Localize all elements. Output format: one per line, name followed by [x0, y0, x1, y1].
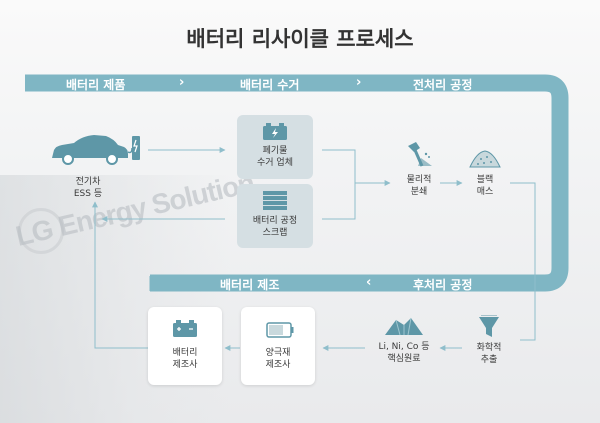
- arrow-mass-to-chem: [510, 182, 536, 341]
- arrow-maker-to-ev: [92, 201, 148, 349]
- mineral-pile-icon: [385, 317, 423, 336]
- car-charging-icon: [52, 135, 140, 165]
- hammer-icon: [408, 142, 432, 167]
- battery-icon: [173, 320, 197, 337]
- node-core-raw-materials: Li, Ni, Co 등 핵심원료: [378, 342, 430, 364]
- node-physical-crushing: 물리적 분쇄: [406, 175, 432, 197]
- node-black-mass: 블랙 매스: [476, 175, 494, 197]
- stage-battery-collection: 배터리 수거: [240, 78, 300, 92]
- node-battery-maker: 배터리 제조사: [148, 307, 222, 385]
- stage-pretreatment: 전처리 공정: [413, 78, 473, 92]
- page-title: 배터리 리사이클 프로세스: [186, 27, 414, 51]
- battery-stack-icon: [263, 191, 287, 210]
- stage-battery-product: 배터리 제품: [66, 78, 126, 92]
- background-logo-mark: [18, 208, 64, 254]
- funnel-icon: [479, 315, 499, 337]
- node-ev: 전기차 ESS 등: [73, 177, 103, 199]
- node-waste-collector: 폐기물 수거 업체: [237, 115, 313, 179]
- chevron-left-icon: ‹: [366, 275, 372, 290]
- stage-battery-manufacturing: 배터리 제조: [220, 278, 280, 292]
- arrow-boxes-to-crush: [322, 149, 391, 186]
- node-chemical-extraction: 화학적 추출: [476, 343, 502, 365]
- battery-icon: [263, 123, 287, 140]
- cylinder-cell-icon: [266, 322, 294, 338]
- node-cathode-maker: 양극재 제조사: [241, 307, 315, 385]
- powder-pile-icon: [469, 150, 501, 168]
- node-process-scrap: 배터리 공정 스크랩: [237, 184, 313, 248]
- chevron-right-icon: ›: [356, 75, 362, 90]
- process-band: [25, 74, 569, 292]
- chevron-right-icon: ›: [179, 75, 185, 90]
- stage-posttreatment: 후처리 공정: [413, 278, 473, 292]
